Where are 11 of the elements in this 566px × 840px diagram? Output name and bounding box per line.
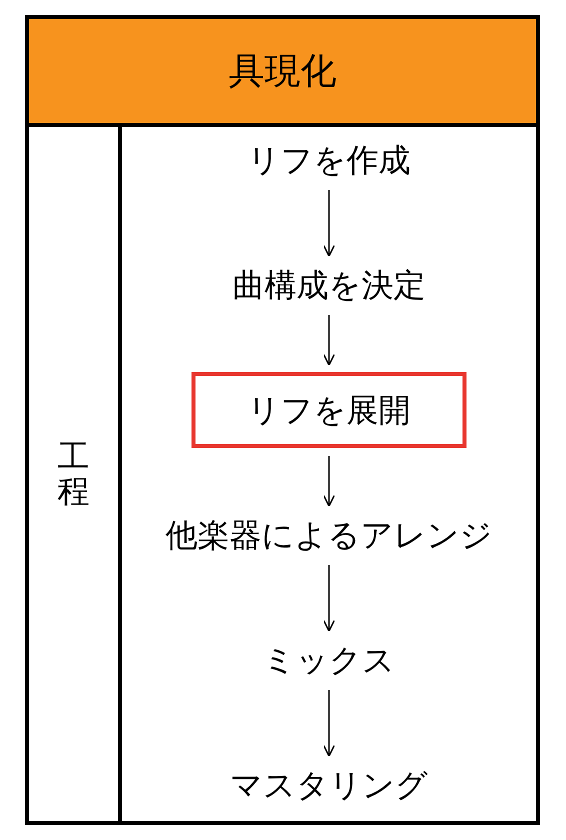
arrow: [322, 690, 336, 757]
step-label: リフを作成: [246, 138, 412, 182]
arrow: [322, 315, 336, 366]
highlighted-step-box: リフを展開: [192, 372, 466, 448]
step-label: ミックス: [261, 638, 397, 682]
arrow: [322, 456, 336, 507]
step-label: マスタリング: [228, 763, 430, 807]
arrow: [322, 565, 336, 632]
arrow: [322, 190, 336, 257]
step-label: 曲構成を決定: [230, 263, 428, 307]
step-label: 他楽器によるアレンジ: [164, 513, 494, 557]
